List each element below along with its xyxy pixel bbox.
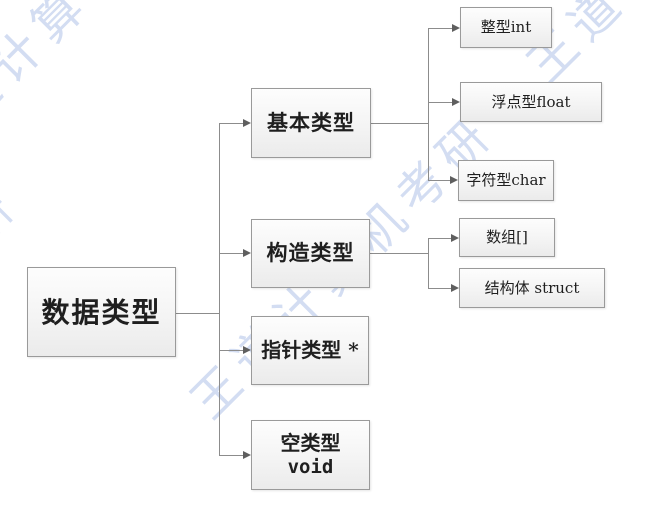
node-int: 整型int [460,7,552,48]
node-data-type-root: 数据类型 [27,267,176,357]
connector-to-char [428,180,450,181]
node-basic-type: 基本类型 [251,88,371,158]
arrowhead-char-icon [450,176,458,184]
connector-root-trunk [176,313,219,314]
arrowhead-struct-icon [451,284,459,292]
trunk-basic-children [428,28,429,181]
node-struct: 结构体 struct [459,268,605,308]
connector-to-construct [219,253,243,254]
connector-basic-out [371,123,428,124]
connector-to-struct [428,288,451,289]
watermark-left-edge: 研 [0,174,31,255]
arrowhead-float-icon [452,98,460,106]
node-pointer-type: 指针类型 * [251,316,369,385]
connector-construct-out [370,253,428,254]
arrowhead-void-icon [243,451,251,459]
void-type-label-en: void [287,455,334,478]
connector-to-array [428,238,451,239]
connector-to-float [428,102,452,103]
node-constructed-type: 构造类型 [251,219,370,288]
arrowhead-basic-icon [243,119,251,127]
arrowhead-pointer-icon [243,346,251,354]
trunk-construct-children [428,238,429,288]
watermark-top-left: 王道计算机考研 [0,0,225,177]
watermark-main: 王道计算机考研王道 [179,0,640,431]
trunk-level2 [219,123,220,456]
node-float: 浮点型float [460,82,602,122]
node-char: 字符型char [458,160,554,201]
connector-to-basic [219,123,243,124]
arrowhead-array-icon [451,234,459,242]
node-array: 数组[] [459,218,555,257]
arrowhead-construct-icon [243,249,251,257]
arrowhead-int-icon [452,24,460,32]
node-void-type: 空类型 void [251,420,370,490]
void-type-label-cn: 空类型 [280,430,341,455]
connector-to-pointer [219,350,243,351]
connector-to-int [428,28,452,29]
connector-to-void [219,455,243,456]
